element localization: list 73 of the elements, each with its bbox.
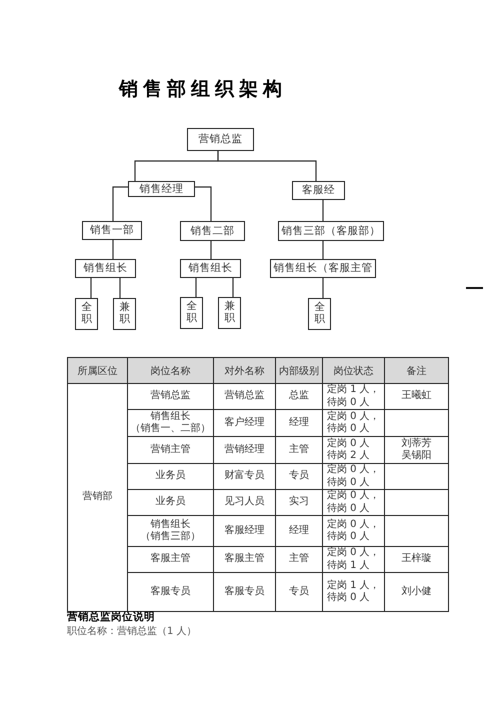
section-heading: 营销总监岗位说明 bbox=[67, 611, 155, 624]
table-cell: 定岗 0 人，待岗 0 人 bbox=[322, 490, 384, 516]
body-text: 职位名称：营销总监（1 人） bbox=[67, 625, 197, 638]
connector-line bbox=[322, 278, 324, 298]
table-cell: 营销经理 bbox=[214, 436, 276, 464]
table-cell: 经理 bbox=[276, 410, 322, 436]
table-cell: 定岗 1 人，待岗 0 人 bbox=[322, 572, 384, 612]
cell-text: 刘蒂芳 bbox=[400, 438, 432, 450]
table-cell: 见习人员 bbox=[214, 490, 276, 516]
table-cell: 经理 bbox=[276, 516, 322, 546]
org-box: 全职 bbox=[180, 297, 203, 329]
table-cell: 客户经理 bbox=[214, 410, 276, 436]
table-cell: 定岗 0 人，待岗 0 人 bbox=[322, 464, 384, 490]
connector-line bbox=[217, 151, 317, 181]
connector-line bbox=[210, 241, 212, 259]
connector-line bbox=[112, 186, 128, 221]
org-box: 销售二部 bbox=[180, 221, 245, 241]
table-cell: 营销总监 bbox=[128, 384, 214, 410]
org-box: 销售组长（客服主管 bbox=[270, 259, 376, 278]
connector-line bbox=[90, 278, 92, 298]
table-cell: 王曦虹 bbox=[384, 384, 448, 410]
table-cell: 主管 bbox=[276, 436, 322, 464]
table-cell: 定岗 1 人，待岗 0 人 bbox=[322, 384, 384, 410]
connector-line bbox=[112, 240, 114, 259]
table-cell: 实习 bbox=[276, 490, 322, 516]
table-cell: 定岗 0 人待岗 2 人 bbox=[322, 436, 384, 464]
org-box: 销售一部 bbox=[82, 221, 142, 240]
table-cell: 客服主管 bbox=[214, 546, 276, 572]
table-cell: 财富专员 bbox=[214, 464, 276, 490]
column-header: 内部级别 bbox=[276, 358, 322, 384]
table-cell: 销售组长（销售一、二部） bbox=[128, 410, 214, 436]
table-cell: 业务员 bbox=[128, 464, 214, 490]
table-cell: 刘小健 bbox=[384, 572, 448, 612]
org-box: 销售三部（客服部） bbox=[278, 221, 384, 241]
org-box: 销售经理 bbox=[128, 181, 195, 197]
table-cell: 营销总监 bbox=[214, 384, 276, 410]
org-box: 全职 bbox=[75, 298, 98, 330]
connector-line bbox=[119, 278, 121, 298]
table-cell: 客服经理 bbox=[214, 516, 276, 546]
table-cell: 专员 bbox=[276, 464, 322, 490]
column-header: 对外名称 bbox=[214, 358, 276, 384]
table-cell: 总监 bbox=[276, 384, 322, 410]
org-box: 销售组长 bbox=[75, 259, 136, 278]
connector-line bbox=[232, 278, 234, 297]
org-box: 全职 bbox=[308, 298, 331, 330]
table-cell: 营销部 bbox=[68, 384, 128, 612]
connector-line bbox=[195, 278, 197, 297]
org-box: 兼职 bbox=[218, 297, 241, 329]
column-header: 所属区位 bbox=[68, 358, 128, 384]
table-cell: 客服专员 bbox=[214, 572, 276, 612]
page-title: 销售部组织架构 bbox=[119, 77, 287, 101]
org-box: 销售组长 bbox=[180, 259, 241, 278]
table-cell: 客服专员 bbox=[128, 572, 214, 612]
column-header: 备注 bbox=[384, 358, 448, 384]
table-cell: 定岗 0 人，待岗 0 人 bbox=[322, 410, 384, 436]
table-cell: 客服主管 bbox=[128, 546, 214, 572]
table-cell: 专员 bbox=[276, 572, 322, 612]
column-header: 岗位名称 bbox=[128, 358, 214, 384]
table-cell: 主管 bbox=[276, 546, 322, 572]
org-box: 客服经 bbox=[292, 181, 345, 200]
table-cell: 定岗 0 人，待岗 0 人 bbox=[322, 516, 384, 546]
org-box: 营销总监 bbox=[187, 128, 254, 151]
table-cell: 王梓璇 bbox=[384, 546, 448, 572]
connector-line bbox=[322, 200, 324, 221]
table-cell: 定岗 0 人，待岗 1 人 bbox=[322, 546, 384, 572]
org-box: 兼职 bbox=[113, 298, 136, 330]
cell-text: 吴锡阳 bbox=[400, 450, 432, 462]
connector-line bbox=[322, 241, 324, 259]
table-cell: 销售组长（销售三部） bbox=[128, 516, 214, 546]
connector-line bbox=[195, 186, 212, 221]
table-cell: 业务员 bbox=[128, 490, 214, 516]
column-header: 岗位状态 bbox=[322, 358, 384, 384]
table-cell: 营销主管 bbox=[128, 436, 214, 464]
